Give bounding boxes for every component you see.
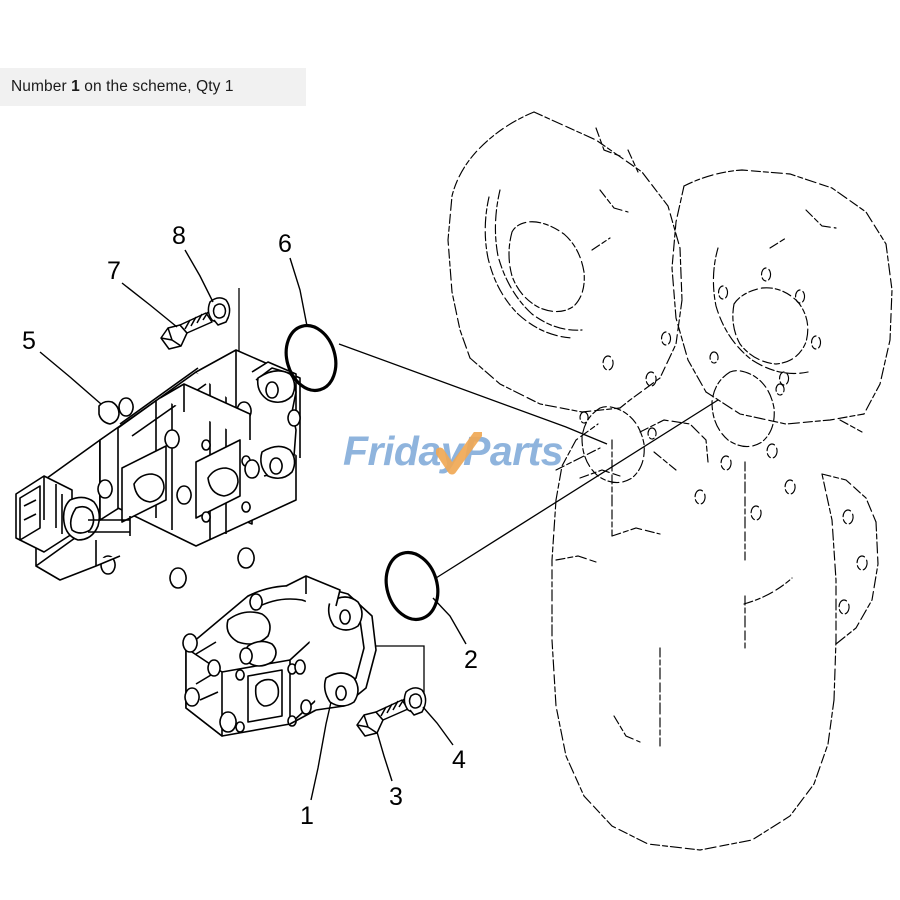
leader-2: [432, 597, 467, 645]
callout-number-2: 2: [464, 646, 478, 674]
callout-number-4: 4: [452, 746, 466, 774]
leader-5: [39, 351, 102, 405]
leader-3: [376, 731, 393, 782]
leader-1: [310, 701, 332, 801]
callout-number-6: 6: [278, 230, 292, 258]
part-washer-upper: [207, 297, 231, 326]
leader-6: [289, 257, 308, 327]
leader-8: [184, 249, 214, 303]
assembly-line-o-ring-lower: [435, 399, 719, 579]
part-bolt-upper: [160, 311, 213, 350]
assembly-line-o-ring-upper: [338, 343, 608, 445]
callout-numbers: 1 2 3 4 5 6 7 8: [22, 222, 478, 830]
callout-leaders: [39, 249, 467, 801]
part-gear-pump-single: [182, 575, 377, 737]
callout-number-3: 3: [389, 783, 403, 811]
part-gear-pump-tandem: [15, 349, 301, 589]
scheme-header-band: Number 1 on the scheme, Qty 1: [0, 68, 306, 106]
callout-number-1: 1: [300, 802, 314, 830]
part-o-ring-lower: [384, 550, 440, 622]
callout-number-8: 8: [172, 222, 186, 250]
header-prefix: Number: [11, 78, 72, 95]
leader-7: [121, 282, 178, 328]
callout-number-5: 5: [22, 327, 36, 355]
header-suffix: on the scheme, Qty 1: [79, 78, 234, 95]
part-bolt-lower: [356, 698, 409, 737]
scheme-header-text: Number 1 on the scheme, Qty 1: [0, 78, 234, 96]
callout-number-7: 7: [107, 257, 121, 285]
transmission-housing: [447, 111, 893, 851]
part-washer-lower: [403, 687, 427, 716]
header-number: 1: [71, 78, 80, 95]
part-o-ring-upper: [284, 323, 338, 393]
leader-4: [422, 706, 454, 746]
